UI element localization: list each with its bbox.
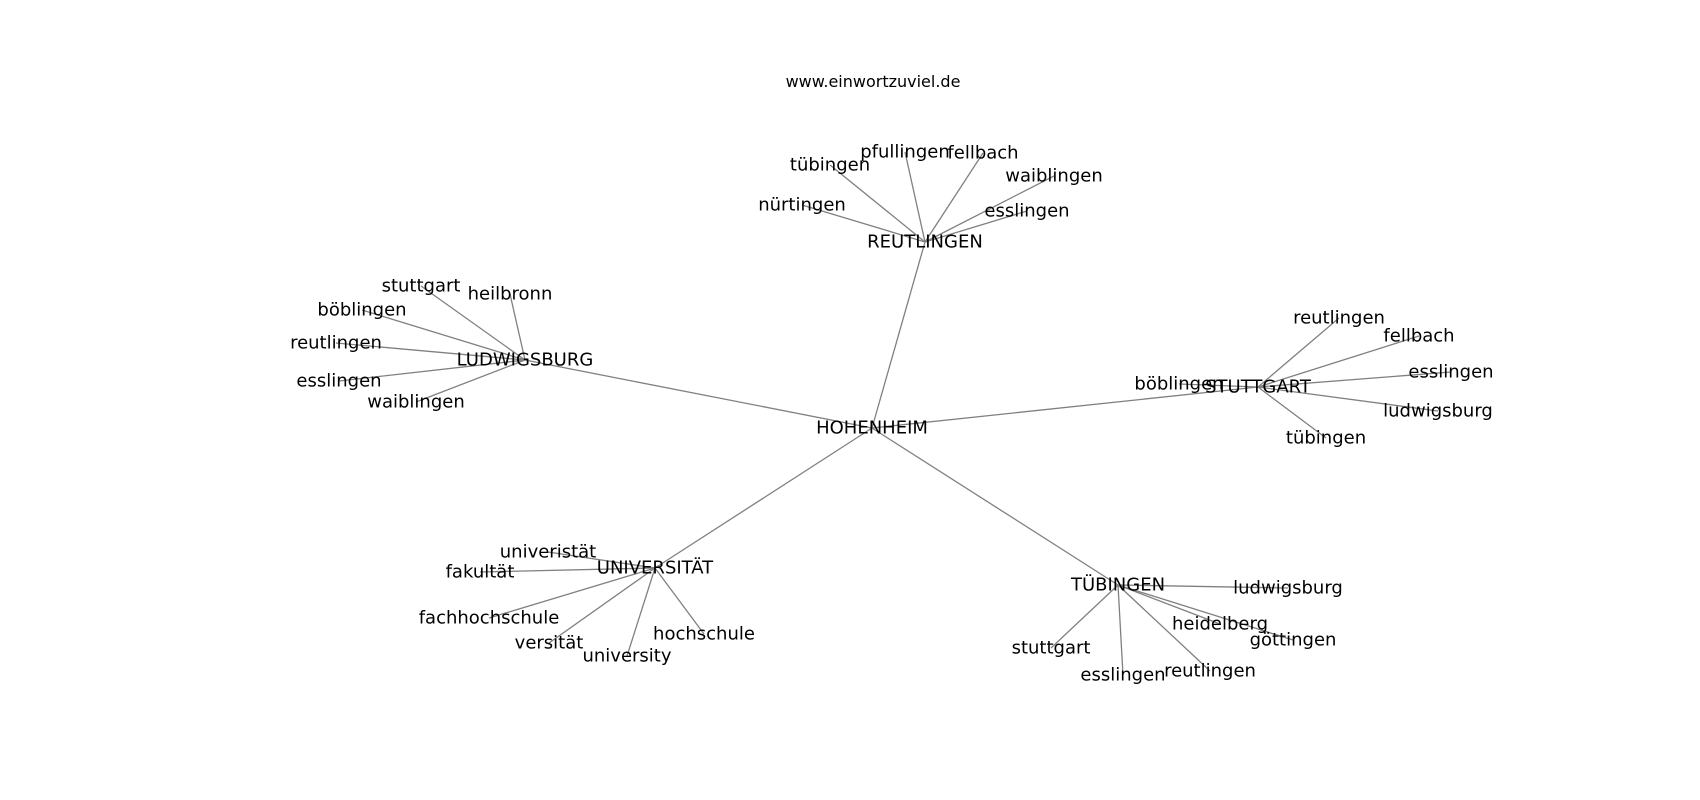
cluster-node-reutlingen: REUTLINGEN bbox=[867, 232, 983, 253]
leaf-node-label: ludwigsburg bbox=[1233, 578, 1343, 599]
leaf-node-label: hochschule bbox=[653, 624, 755, 645]
edge-center-stuttgart bbox=[871, 386, 1259, 429]
edge-universitaet-leaf bbox=[488, 567, 656, 619]
edge-ludwigsburg-leaf bbox=[509, 293, 526, 361]
edge-ludwigsburg-leaf bbox=[415, 359, 526, 403]
edge-stuttgart-leaf bbox=[1257, 386, 1439, 412]
leaf-node-label: tübingen bbox=[1286, 428, 1366, 449]
leaf-node-label: fellbach bbox=[947, 143, 1018, 164]
leaf-node-label: fellbach bbox=[1383, 326, 1454, 347]
edge-universitaet-leaf bbox=[547, 551, 656, 569]
edge-tuebingen-leaf bbox=[1117, 584, 1221, 625]
edge-stuttgart-leaf bbox=[1178, 383, 1259, 388]
edge-ludwigsburg-leaf bbox=[335, 342, 526, 361]
leaf-node-label: univeristät bbox=[500, 542, 596, 563]
leaf-node-label: reutlingen bbox=[290, 333, 382, 354]
graph-edges bbox=[335, 151, 1452, 676]
leaf-node-label: esslingen bbox=[984, 201, 1069, 222]
edge-tuebingen-leaf bbox=[1117, 584, 1211, 672]
edge-reutlingen-leaf bbox=[829, 164, 926, 243]
leaf-node-label: heidelberg bbox=[1172, 614, 1268, 635]
edge-reutlingen-leaf bbox=[801, 204, 926, 243]
edge-stuttgart-leaf bbox=[1257, 317, 1340, 388]
edge-ludwigsburg-leaf bbox=[338, 359, 526, 382]
leaf-node-label: fakultät bbox=[446, 562, 515, 583]
edge-reutlingen-leaf bbox=[904, 151, 926, 243]
edge-universitaet-leaf bbox=[548, 567, 656, 644]
edge-reutlingen-leaf bbox=[924, 175, 1055, 243]
leaf-node-label: stuttgart bbox=[382, 276, 461, 297]
leaf-node-label: university bbox=[582, 646, 671, 667]
edge-universitaet-leaf bbox=[479, 567, 656, 573]
leaf-node-label: stuttgart bbox=[1012, 638, 1091, 659]
edge-ludwigsburg-leaf bbox=[420, 285, 526, 361]
leaf-node-label: esslingen bbox=[1408, 362, 1493, 383]
leaf-node-label: reutlingen bbox=[1293, 308, 1385, 329]
graph-labels: HOHENHEIMREUTLINGENtübingenpfullingenfel… bbox=[290, 142, 1494, 686]
leaf-node-label: esslingen bbox=[1080, 665, 1165, 686]
cluster-node-tuebingen: TÜBINGEN bbox=[1070, 574, 1165, 596]
center-node-label: HOHENHEIM bbox=[816, 418, 928, 439]
leaf-node-label: tübingen bbox=[790, 155, 870, 176]
source-label: www.einwortzuviel.de bbox=[786, 72, 961, 91]
edge-center-ludwigsburg bbox=[524, 359, 873, 429]
edge-reutlingen-leaf bbox=[924, 152, 984, 243]
leaf-node-label: fachhochschule bbox=[419, 608, 560, 629]
edge-universitaet-leaf bbox=[654, 567, 705, 635]
edge-tuebingen-leaf bbox=[1117, 584, 1124, 676]
leaf-node-label: böblingen bbox=[1134, 374, 1223, 395]
edge-universitaet-leaf bbox=[626, 567, 656, 657]
leaf-node-label: waiblingen bbox=[1005, 166, 1103, 187]
leaf-node-label: ludwigsburg bbox=[1383, 401, 1493, 422]
cluster-node-ludwigsburg: LUDWIGSBURG bbox=[457, 350, 594, 371]
edge-center-universitaet bbox=[654, 427, 873, 569]
edge-stuttgart-leaf bbox=[1257, 371, 1452, 388]
edge-stuttgart-leaf bbox=[1257, 335, 1420, 388]
leaf-node-label: pfullingen bbox=[860, 142, 950, 163]
cluster-node-universitaet: UNIVERSITÄT bbox=[597, 558, 714, 579]
cluster-node-stuttgart: STUTTGART bbox=[1205, 377, 1312, 398]
leaf-node-label: esslingen bbox=[296, 371, 381, 392]
leaf-node-label: göttingen bbox=[1250, 630, 1337, 651]
leaf-node-label: waiblingen bbox=[367, 392, 465, 413]
edge-center-tuebingen bbox=[871, 427, 1119, 586]
edge-center-reutlingen bbox=[871, 241, 926, 429]
leaf-node-label: heilbronn bbox=[468, 284, 553, 305]
leaf-node-label: böblingen bbox=[317, 300, 406, 321]
leaf-node-label: nürtingen bbox=[758, 195, 846, 216]
edge-reutlingen-leaf bbox=[924, 210, 1028, 243]
edge-ludwigsburg-leaf bbox=[361, 309, 526, 361]
edge-tuebingen-leaf bbox=[1117, 584, 1289, 589]
edge-tuebingen-leaf bbox=[1050, 584, 1119, 649]
leaf-node-label: reutlingen bbox=[1164, 661, 1256, 682]
edge-tuebingen-leaf bbox=[1117, 584, 1294, 641]
edge-stuttgart-leaf bbox=[1257, 386, 1327, 439]
leaf-node-label: versität bbox=[515, 633, 584, 654]
